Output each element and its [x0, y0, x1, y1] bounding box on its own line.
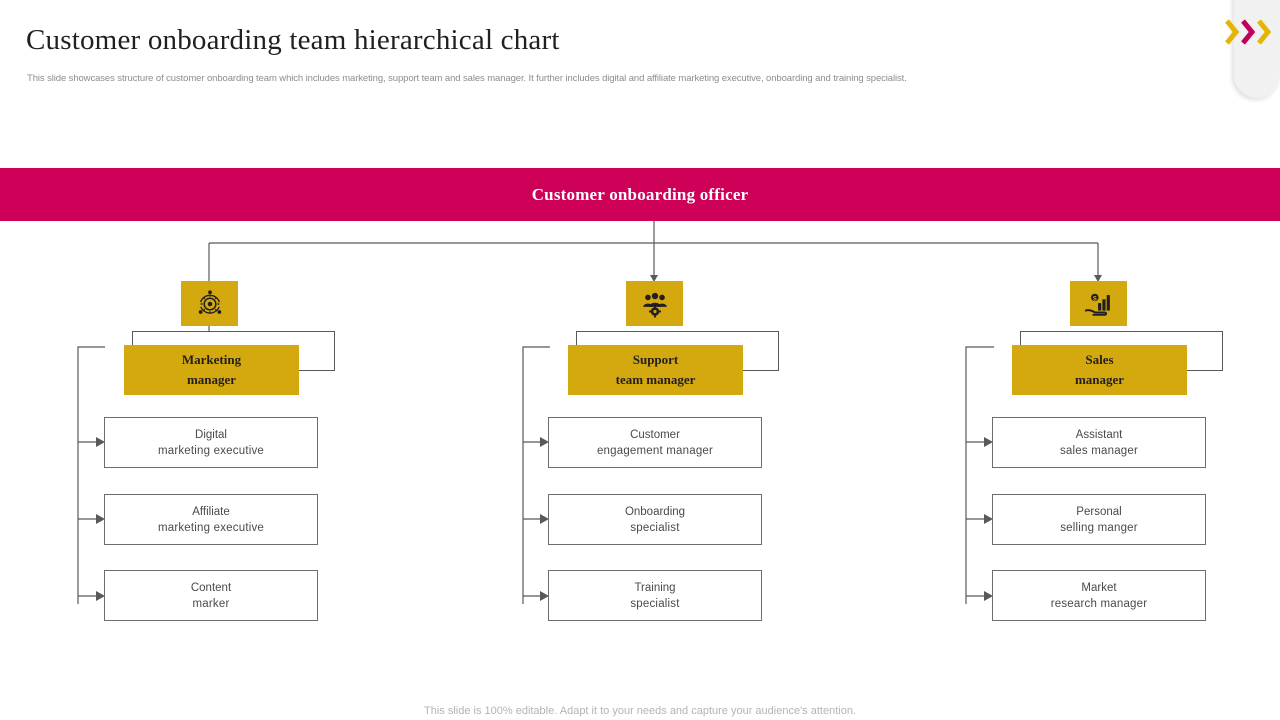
root-node-customer-onboarding-officer[interactable]: Customer onboarding officer	[0, 168, 1280, 221]
report-label-line2: marketing executive	[157, 444, 265, 457]
report-label-line1: Market	[1081, 581, 1117, 594]
manager-node-sales[interactable]: Sales manager	[993, 331, 1223, 421]
report-node[interactable]: Assistant sales manager	[992, 417, 1206, 468]
report-node[interactable]: Onboarding specialist	[548, 494, 762, 545]
manager-card-support[interactable]: Support team manager	[568, 345, 743, 395]
branch-icon-tile-support[interactable]	[626, 281, 683, 326]
manager-label-line2: manager	[186, 372, 237, 387]
manager-card-sales[interactable]: Sales manager	[1012, 345, 1187, 395]
svg-text:$: $	[1092, 295, 1096, 302]
page-subtitle: This slide showcases structure of custom…	[27, 73, 907, 84]
branch-icon-tile-marketing[interactable]	[181, 281, 238, 326]
report-label-line2: marker	[192, 597, 230, 610]
report-node[interactable]: Market research manager	[992, 570, 1206, 621]
chevron-decoration-group	[1225, 16, 1272, 48]
report-label-line1: Affiliate	[192, 505, 230, 518]
root-node-label: Customer onboarding officer	[531, 184, 749, 204]
report-label-line1: Digital	[195, 428, 227, 441]
report-node[interactable]: Customer engagement manager	[548, 417, 762, 468]
manager-label-line2: team manager	[615, 372, 696, 387]
chevron-right-icon	[1257, 18, 1272, 46]
manager-label-line1: Marketing	[181, 352, 242, 367]
report-label-line1: Onboarding	[624, 505, 686, 518]
page-title: Customer onboarding team hierarchical ch…	[26, 24, 560, 56]
report-label-line1: Customer	[630, 428, 680, 441]
team-gear-icon	[640, 289, 670, 319]
report-label-line2: marketing executive	[157, 521, 265, 534]
chevron-right-icon	[1241, 18, 1256, 46]
branch-icon-tile-sales[interactable]: $	[1070, 281, 1127, 326]
report-node[interactable]: Digital marketing executive	[104, 417, 318, 468]
manager-label-line1: Sales	[1085, 352, 1114, 367]
manager-label-line2: manager	[1074, 372, 1125, 387]
manager-node-support[interactable]: Support team manager	[549, 331, 779, 421]
report-label-line2: specialist	[630, 521, 680, 534]
manager-card-marketing[interactable]: Marketing manager	[124, 345, 299, 395]
report-node[interactable]: Content marker	[104, 570, 318, 621]
report-label-line1: Personal	[1076, 505, 1122, 518]
report-label-line1: Assistant	[1075, 428, 1123, 441]
report-node[interactable]: Training specialist	[548, 570, 762, 621]
report-label-line2: engagement manager	[596, 444, 714, 457]
footer-note: This slide is 100% editable. Adapt it to…	[424, 705, 856, 717]
report-label-line2: selling manger	[1060, 521, 1138, 534]
report-node[interactable]: Affiliate marketing executive	[104, 494, 318, 545]
report-label-line2: sales manager	[1059, 444, 1139, 457]
manager-label-line1: Support	[632, 352, 679, 367]
report-label-line2: research manager	[1050, 597, 1148, 610]
settings-network-icon	[195, 289, 225, 319]
chevron-right-icon	[1225, 18, 1240, 46]
report-label-line2: specialist	[630, 597, 680, 610]
manager-node-marketing[interactable]: Marketing manager	[105, 331, 335, 421]
corner-panel-decoration	[1234, 0, 1280, 98]
report-label-line1: Content	[190, 581, 232, 594]
report-label-line1: Training	[634, 581, 676, 594]
hand-growth-chart-icon: $	[1084, 289, 1114, 319]
report-node[interactable]: Personal selling manger	[992, 494, 1206, 545]
